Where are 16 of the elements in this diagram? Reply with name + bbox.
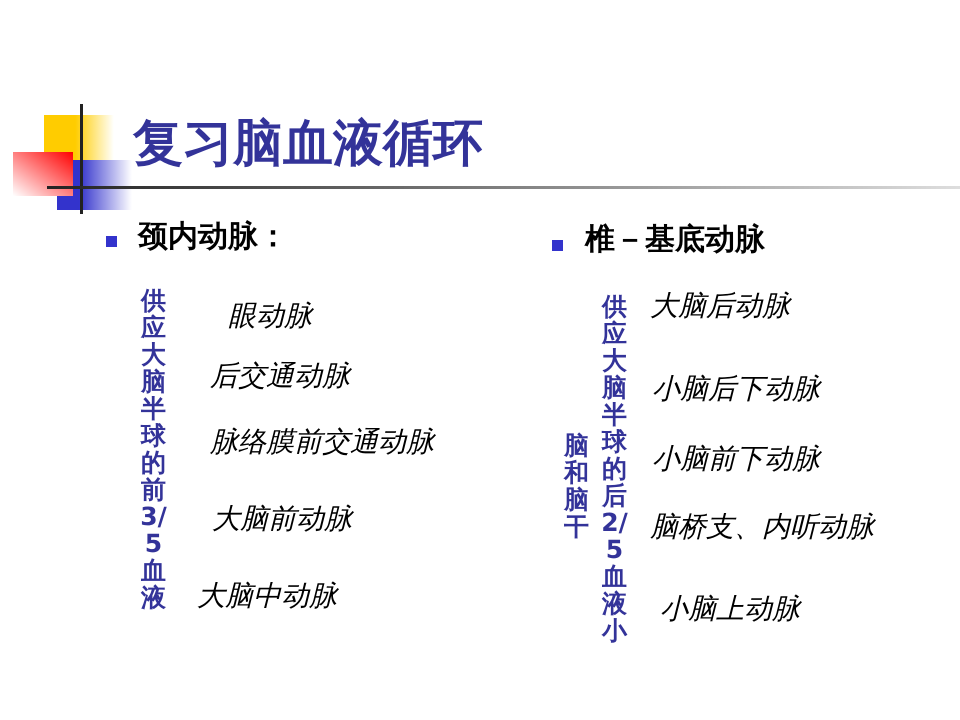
artery-name: 后交通动脉 [210, 362, 350, 390]
artery-name: 大脑中动脉 [197, 582, 337, 610]
artery-name: 眼动脉 [228, 302, 312, 330]
section-heading: 椎－基底动脉 [585, 225, 765, 255]
artery-name: 小脑前下动脉 [652, 445, 820, 473]
artery-name: 小脑上动脉 [660, 595, 800, 623]
artery-name: 脑桥支、内听动脉 [650, 513, 874, 541]
vertical-note: 供应大脑半球的后2/5血液小 [601, 293, 628, 644]
artery-name: 大脑前动脉 [212, 505, 352, 533]
artery-name: 小脑后下动脉 [652, 375, 820, 403]
artery-name: 大脑后动脉 [650, 292, 790, 320]
section-heading: 颈内动脉： [138, 222, 288, 252]
artery-name: 脉络膜前交通动脉 [210, 428, 434, 456]
slide-title: 复习脑血液循环 [133, 118, 483, 168]
vertical-note: 脑和脑干 [563, 432, 590, 540]
vertical-note: 供应大脑半球的前3/5血液 [140, 287, 167, 611]
